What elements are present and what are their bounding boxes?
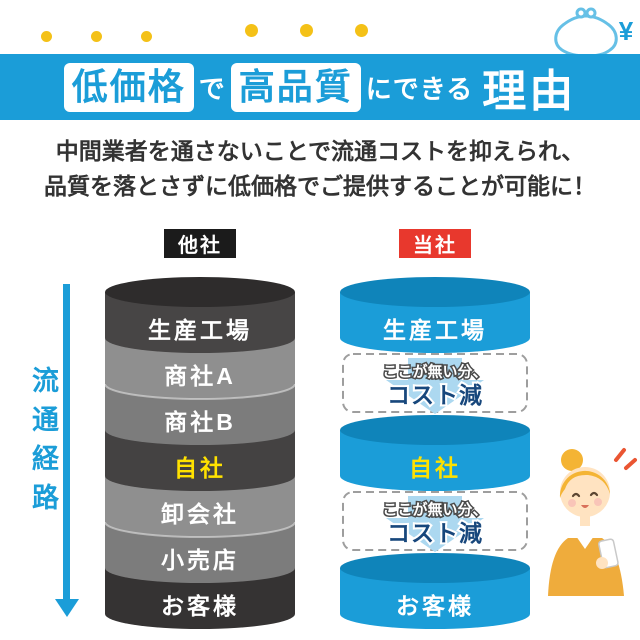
header-banner: 低価格 で 高品質 にできる 理由 <box>0 54 640 120</box>
purse-frame <box>561 14 611 27</box>
header-connector-1: で <box>198 73 226 104</box>
decoration-dot <box>41 31 52 42</box>
band-label-own-company: 自社 <box>174 455 226 481</box>
header-connector-2: にできる <box>365 73 474 104</box>
cylinder-band <box>105 430 295 491</box>
cylinder-band <box>105 476 295 537</box>
band-separator <box>105 521 295 538</box>
route-arrow-line <box>63 284 70 600</box>
cylinder-band <box>105 522 295 583</box>
decoration-dot <box>141 31 152 42</box>
cylinder-band <box>105 338 295 399</box>
hair-bun <box>561 449 583 471</box>
cylinder-cap <box>340 277 530 307</box>
savings-note-small: ここが無い分、 <box>382 362 487 380</box>
cylinder-band <box>340 292 530 353</box>
band-label: お客様 <box>396 593 474 619</box>
savings-note-main: コスト減 <box>387 520 483 546</box>
blush <box>594 498 602 506</box>
cylinder-cap <box>340 553 530 583</box>
decoration-dot <box>355 24 368 37</box>
header-badge-high-quality: 高品質 <box>230 62 361 112</box>
band-label: 商社B <box>164 409 236 435</box>
cylinder-cap <box>105 277 295 307</box>
other-company-cylinder: 生産工場 商社A 商社B 自社 卸会社 小売店 お客様 <box>105 277 295 629</box>
cylinder-cap <box>340 415 530 445</box>
mouth <box>581 505 589 508</box>
cylinder-band <box>105 292 295 353</box>
hand <box>596 557 608 569</box>
blush <box>568 499 576 507</box>
coin-purse-icon: ¥ <box>554 7 634 58</box>
other-company-label: 他社 <box>164 229 236 258</box>
band-label: 生産工場 <box>383 317 487 343</box>
neck <box>580 512 590 526</box>
header-emphasis: 理由 <box>482 67 577 116</box>
band-separator <box>105 383 295 400</box>
intro-text: 中間業者を通さないことで流通コストを抑えられ、 品質を落とさずに低価格でご提供す… <box>0 134 640 203</box>
distribution-route-label: 流通経路 <box>28 366 58 522</box>
collar <box>576 536 594 549</box>
eye <box>589 491 599 497</box>
purse-body <box>554 23 618 58</box>
excitement-mark-icon <box>614 448 626 462</box>
savings-note-main: コスト減 <box>387 382 483 408</box>
band-label: 生産工場 <box>148 317 252 343</box>
eye <box>571 492 581 498</box>
cylinder-band <box>340 430 530 491</box>
purse-clasp <box>575 7 587 19</box>
band-label: お客様 <box>161 593 239 619</box>
band-label-own-company: 自社 <box>409 455 461 481</box>
band-label: 卸会社 <box>161 501 239 527</box>
cylinder-band <box>340 568 530 629</box>
excitement-mark-icon <box>624 458 637 470</box>
cost-down-arrow <box>386 496 484 552</box>
our-company-cylinder: ここが無い分、 コスト減 ここが無い分、 コスト減 生産工場 自社 お客様 <box>340 277 530 629</box>
hair-fringe <box>559 470 610 498</box>
purse-clasp <box>585 7 597 19</box>
cost-down-arrow <box>386 358 484 414</box>
decoration-dot <box>300 24 313 37</box>
header-badge-low-price: 低価格 <box>63 62 194 112</box>
cylinder-band <box>105 568 295 629</box>
band-label: 商社A <box>164 363 236 389</box>
band-label: 小売店 <box>161 547 239 573</box>
decoration-dot <box>91 31 102 42</box>
cylinder-band <box>105 384 295 445</box>
route-arrow-head <box>55 599 79 617</box>
intro-line-1: 中間業者を通さないことで流通コストを抑えられ、 <box>55 138 585 164</box>
savings-note-small: ここが無い分、 <box>382 500 487 518</box>
our-company-label: 当社 <box>399 229 471 258</box>
yen-symbol: ¥ <box>619 16 634 46</box>
intro-line-2: 品質を落とさずに低価格でご提供することが可能に！ <box>44 172 596 199</box>
decoration-dot <box>245 24 258 37</box>
woman-illustration <box>548 448 637 596</box>
